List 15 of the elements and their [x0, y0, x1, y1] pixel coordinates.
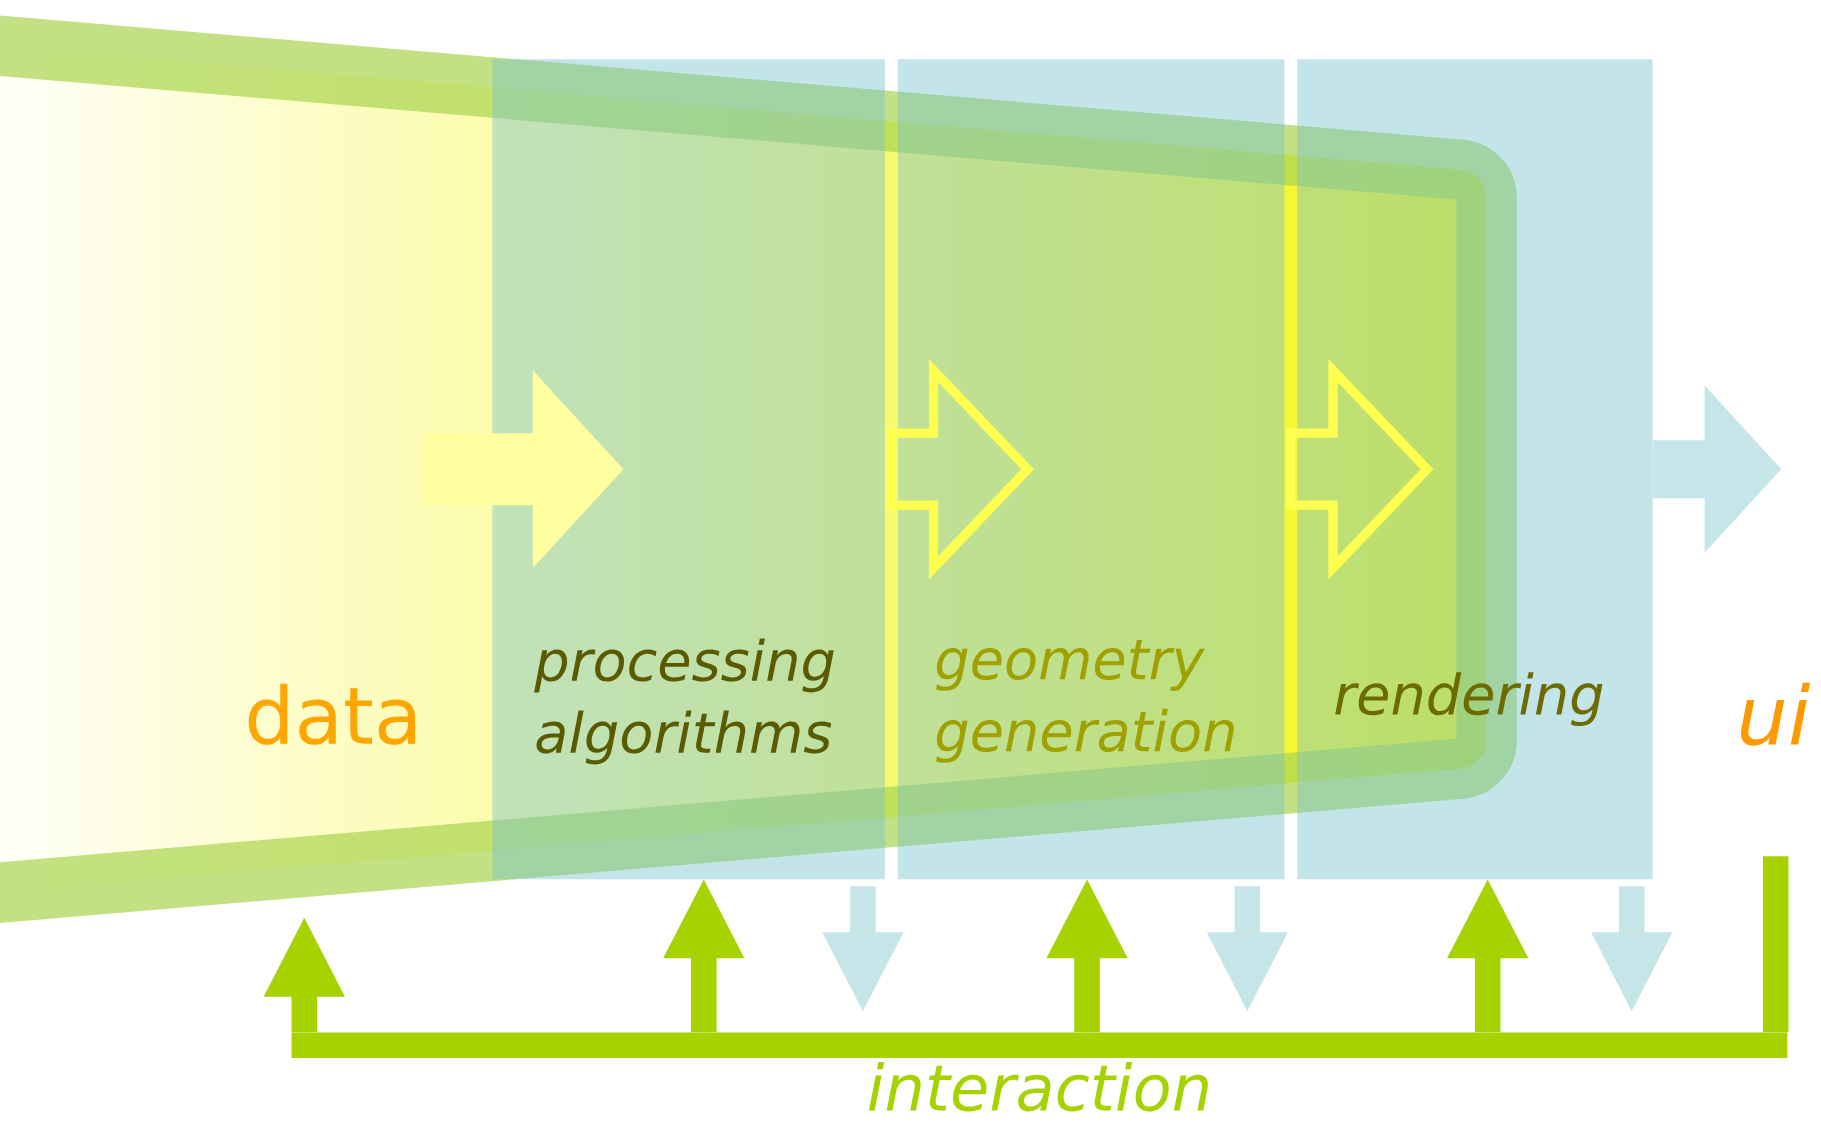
arrow [1447, 879, 1529, 1033]
arrow [822, 886, 904, 1012]
arrow [1046, 879, 1128, 1033]
arrow [263, 917, 345, 1033]
arrow [1652, 385, 1782, 553]
outline-arrow [886, 358, 1034, 580]
arrow [663, 879, 745, 1033]
connector-line [1762, 856, 1789, 1033]
label-text: ui [1741, 682, 1811, 746]
arrow [423, 370, 624, 568]
arrow [1206, 886, 1288, 1012]
interaction-bar: interaction [291, 1032, 1788, 1112]
outline-arrow [1285, 358, 1434, 580]
arrow [1591, 886, 1673, 1012]
node-label: interaction [868, 1061, 1208, 1112]
